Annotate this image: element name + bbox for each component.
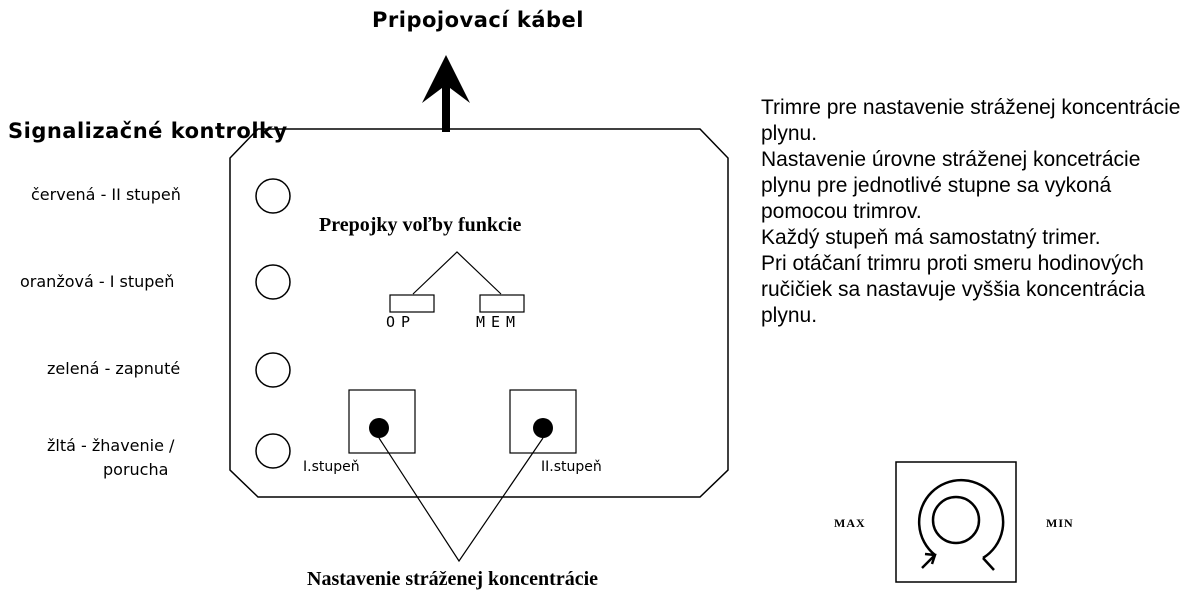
jumpers-title: Prepojky voľby funkcie [319,214,522,236]
cable-label: Pripojovací kábel [372,8,584,32]
jumper-op-label: OP [386,313,417,331]
description-line-4: Pri otáčaní trimru proti smeru hodinovýc… [761,252,1146,327]
led-green-indicator [255,352,291,388]
led-orange-indicator [255,264,291,300]
trimmer-leader-lines [378,437,544,563]
jumper-mem [479,294,525,313]
led-green-label: zelená - zapnuté [47,359,181,378]
trimmer-stage2-knob [533,418,553,438]
trimmer-stage2-label: II.stupeň [541,459,602,475]
detector-housing [229,128,729,498]
led-red-indicator [255,178,291,214]
led-orange-label: oranžová - I stupeň [20,272,175,291]
rotation-dial-icon [895,461,1017,583]
dial-max-label: MAX [834,516,866,530]
description-line-1: Trimre pre nastavenie stráženej koncentr… [761,96,1181,145]
jumper-connector-lines [412,251,502,295]
trimmer-stage1-label: I.stupeň [303,459,360,475]
jumper-mem-label: MEM [476,313,522,331]
description-text: Trimre pre nastavenie stráženej koncentr… [761,95,1181,329]
trimmer-stage1-frame [348,389,416,454]
dial-min-label: MIN [1046,516,1074,530]
cable-arrow-icon [422,55,470,132]
led-yellow-label-line1: žltá - žhavenie / [47,436,175,455]
led-yellow-indicator [255,433,291,469]
trimmer-stage2-frame [509,389,577,454]
jumper-op [389,294,435,313]
led-red-label: červená - II stupeň [31,185,181,204]
description-line-3: Každý stupeň má samostatný trimer. [761,226,1101,249]
description-line-2: Nastavenie úrovne stráženej koncetrácie … [761,148,1141,223]
trimmer-stage1-knob [369,418,389,438]
concentration-setting-label: Nastavenie stráženej koncentrácie [307,568,599,590]
signal-lights-title: Signalizačné kontrolky [8,119,288,143]
led-yellow-label-line2: porucha [103,460,169,479]
